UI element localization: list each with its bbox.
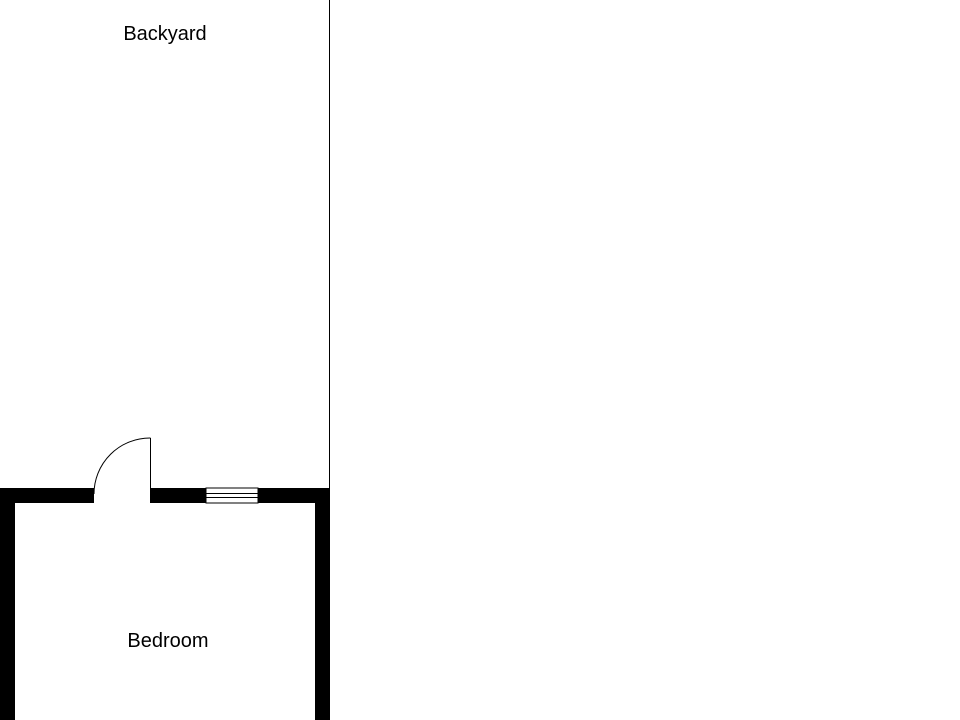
backyard-label: Backyard [123,23,206,45]
bedroom-door [93,437,151,495]
bedroom-window [205,487,259,504]
bedroom-right-wall [315,488,330,720]
bedroom-top-wall-right [258,488,330,503]
bedroom-top-wall-middle [150,488,206,503]
bedroom-left-wall [0,488,15,720]
bedroom-top-wall-left [0,488,94,503]
bedroom-label: Bedroom [127,630,208,652]
